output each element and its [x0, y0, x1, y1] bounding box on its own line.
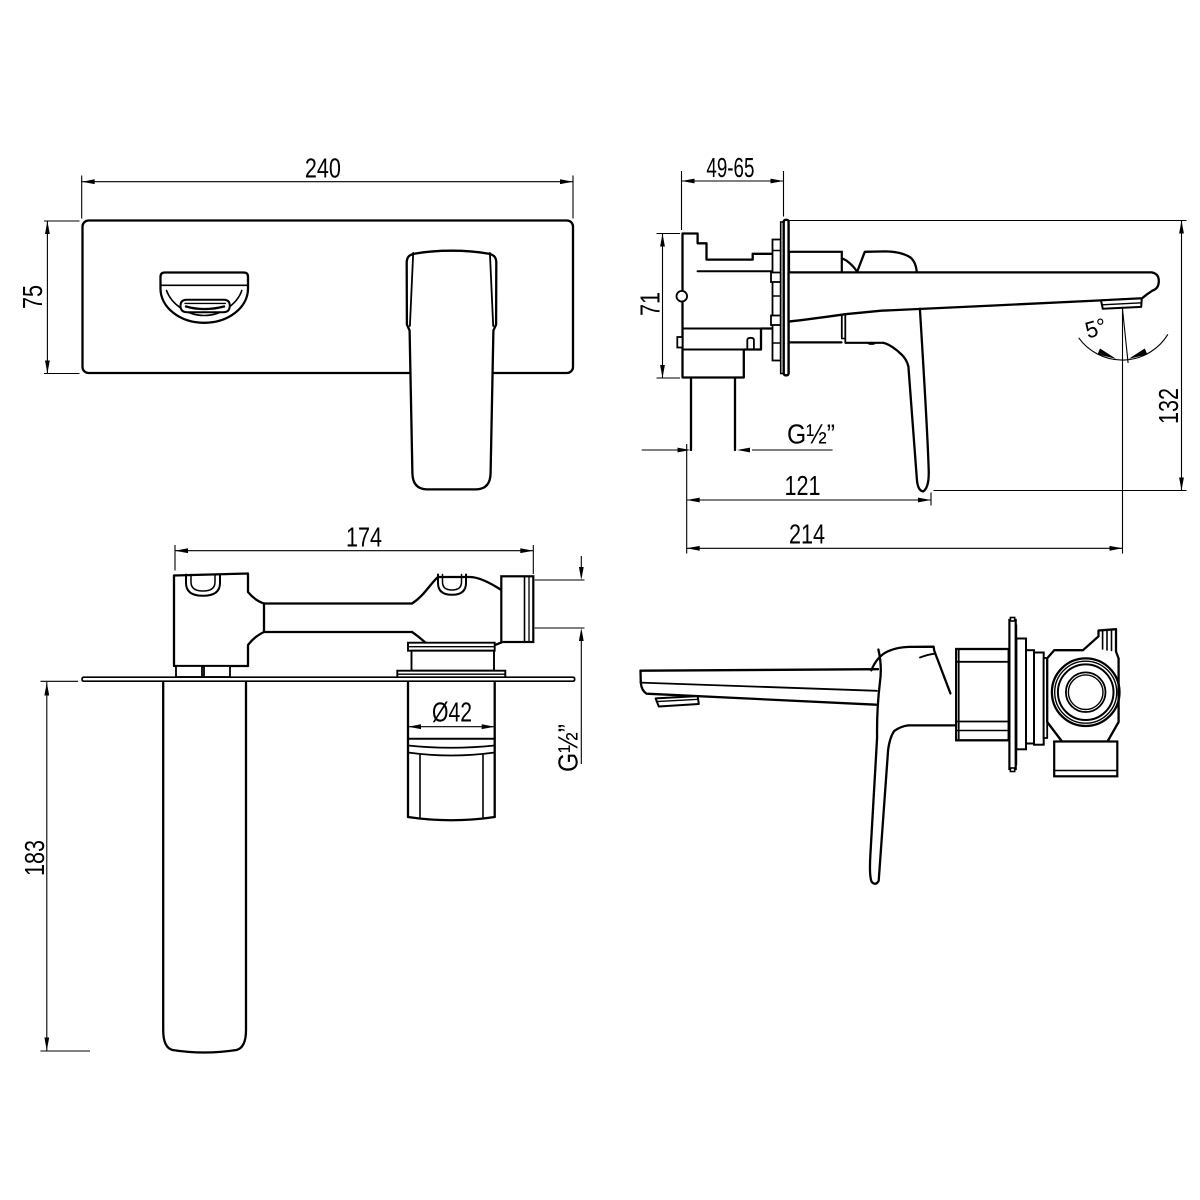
svg-text:71: 71	[635, 292, 666, 316]
svg-text:214: 214	[789, 519, 825, 550]
svg-text:49-65: 49-65	[706, 152, 754, 183]
svg-text:Ø42: Ø42	[432, 696, 472, 727]
svg-text:G½”: G½”	[553, 724, 584, 772]
svg-text:174: 174	[346, 522, 382, 553]
svg-text:G½”: G½”	[787, 419, 835, 450]
svg-text:240: 240	[305, 153, 341, 184]
svg-text:121: 121	[785, 470, 821, 501]
svg-text:75: 75	[17, 285, 48, 309]
svg-text:132: 132	[1153, 388, 1184, 424]
svg-text:183: 183	[19, 840, 50, 876]
